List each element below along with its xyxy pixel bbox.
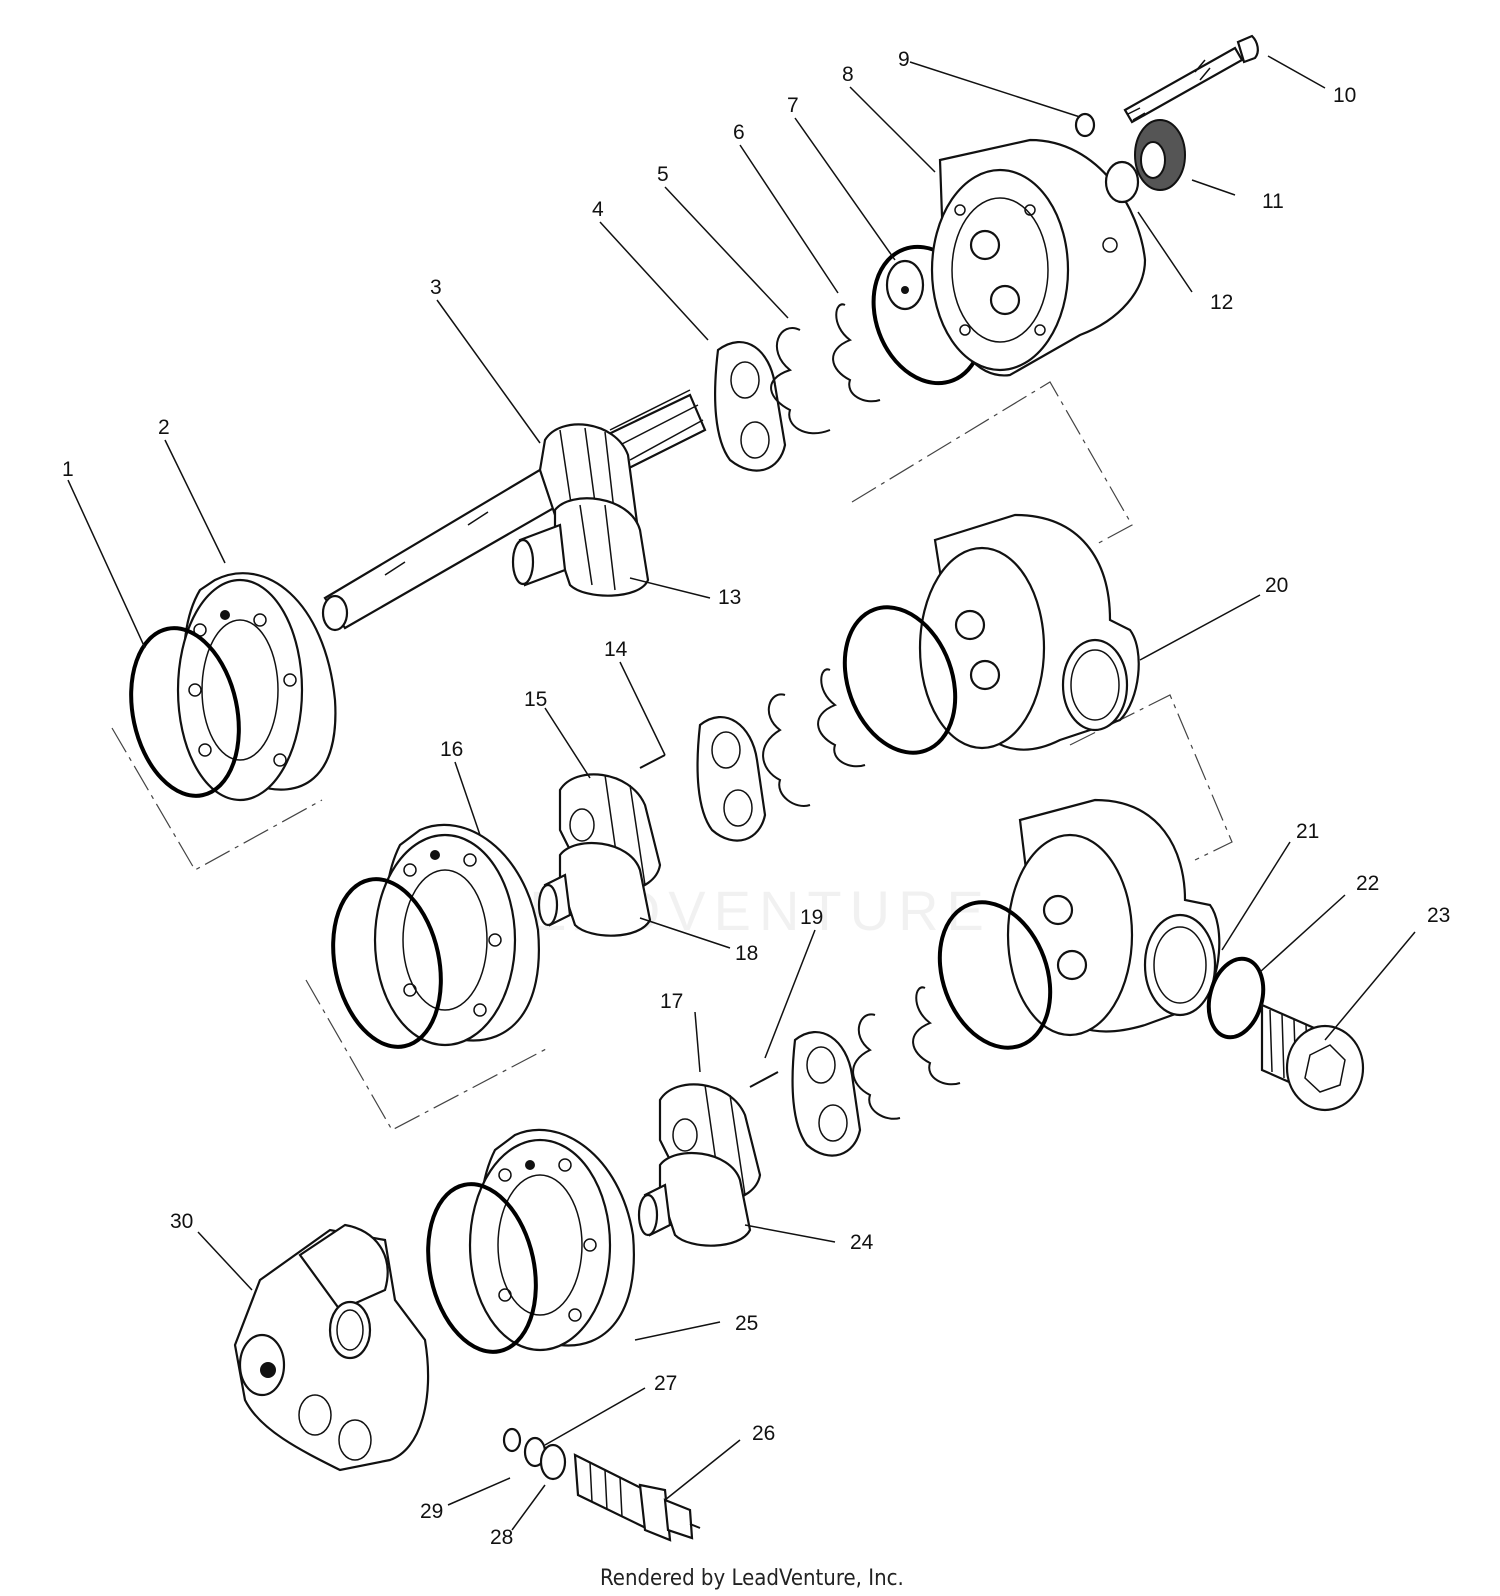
callout-14: 14 bbox=[604, 638, 628, 661]
seal-lower-b[interactable] bbox=[912, 986, 961, 1086]
relief-valve-26[interactable] bbox=[573, 1453, 701, 1542]
callout-21: 21 bbox=[1296, 820, 1319, 843]
callout-16: 16 bbox=[440, 738, 463, 761]
seal-middle-a[interactable] bbox=[762, 693, 811, 807]
callout-25: 25 bbox=[735, 1312, 758, 1335]
callout-9: 9 bbox=[898, 48, 910, 71]
callout-11: 11 bbox=[1262, 190, 1284, 213]
callout-17: 17 bbox=[660, 990, 683, 1013]
callout-30: 30 bbox=[170, 1210, 193, 1233]
o-ring-21[interactable] bbox=[920, 887, 1069, 1064]
callout-7: 7 bbox=[787, 94, 799, 117]
driven-gear-part[interactable] bbox=[511, 497, 650, 597]
seal-5[interactable] bbox=[770, 327, 831, 435]
callout-28: 28 bbox=[490, 1526, 513, 1549]
plug-23[interactable] bbox=[1260, 1003, 1365, 1112]
callout-1: 1 bbox=[62, 458, 74, 481]
leader-lines bbox=[67, 55, 1416, 1531]
callout-5: 5 bbox=[657, 163, 669, 186]
o-ring-25[interactable] bbox=[413, 1174, 550, 1362]
callout-13: 13 bbox=[718, 586, 741, 609]
seal-middle-b[interactable] bbox=[817, 668, 866, 768]
callout-10: 10 bbox=[1333, 84, 1356, 107]
callout-numbers: 1 2 3 4 5 6 7 8 9 10 11 12 13 14 15 16 1… bbox=[62, 48, 1450, 1549]
callout-29: 29 bbox=[420, 1500, 443, 1523]
o-ring-29[interactable] bbox=[502, 1427, 522, 1453]
callout-3: 3 bbox=[430, 276, 442, 299]
o-ring-12[interactable] bbox=[1104, 160, 1140, 204]
pin-14[interactable] bbox=[639, 754, 666, 769]
middle-body-16[interactable] bbox=[373, 823, 540, 1047]
pin-19[interactable] bbox=[749, 1071, 779, 1088]
callout-15: 15 bbox=[524, 688, 547, 711]
seal-6[interactable] bbox=[832, 303, 881, 403]
seal-lower-a[interactable] bbox=[852, 1013, 901, 1120]
rear-housing-21[interactable] bbox=[1006, 798, 1221, 1037]
end-cover-part[interactable] bbox=[176, 572, 337, 802]
o-ring-20a[interactable] bbox=[825, 592, 974, 769]
driven-gear-18[interactable] bbox=[537, 841, 652, 937]
lower-body-25[interactable] bbox=[468, 1128, 635, 1352]
credit-text: Rendered by LeadVenture, Inc. bbox=[600, 1566, 904, 1591]
callout-22: 22 bbox=[1356, 872, 1379, 895]
callout-6: 6 bbox=[733, 121, 745, 144]
wear-plate-4[interactable] bbox=[714, 340, 787, 472]
wear-plate-19[interactable] bbox=[791, 1030, 862, 1157]
callout-26: 26 bbox=[752, 1422, 775, 1445]
o-ring-16[interactable] bbox=[318, 869, 455, 1057]
drive-shaft-part[interactable] bbox=[321, 389, 707, 632]
callout-24: 24 bbox=[850, 1231, 874, 1254]
section-housing-20[interactable] bbox=[918, 513, 1140, 751]
driven-gear-24[interactable] bbox=[637, 1151, 752, 1247]
valve-body-30[interactable] bbox=[233, 1223, 430, 1472]
washer-9[interactable] bbox=[1074, 112, 1096, 138]
bolt-10[interactable] bbox=[1123, 34, 1259, 124]
callout-23: 23 bbox=[1427, 904, 1450, 927]
callout-4: 4 bbox=[592, 198, 604, 221]
front-housing-part[interactable] bbox=[885, 138, 1147, 377]
callout-8: 8 bbox=[842, 63, 854, 86]
callout-19: 19 bbox=[800, 906, 823, 929]
callout-2: 2 bbox=[158, 416, 170, 439]
o-ring-28[interactable] bbox=[539, 1443, 567, 1481]
shaft-seal-11[interactable] bbox=[1134, 119, 1186, 191]
callout-27: 27 bbox=[654, 1372, 677, 1395]
callout-20: 20 bbox=[1265, 574, 1288, 597]
o-ring-1[interactable] bbox=[116, 618, 253, 806]
callout-12: 12 bbox=[1210, 291, 1233, 314]
callout-18: 18 bbox=[735, 942, 758, 965]
wear-plate-14[interactable] bbox=[696, 715, 767, 842]
